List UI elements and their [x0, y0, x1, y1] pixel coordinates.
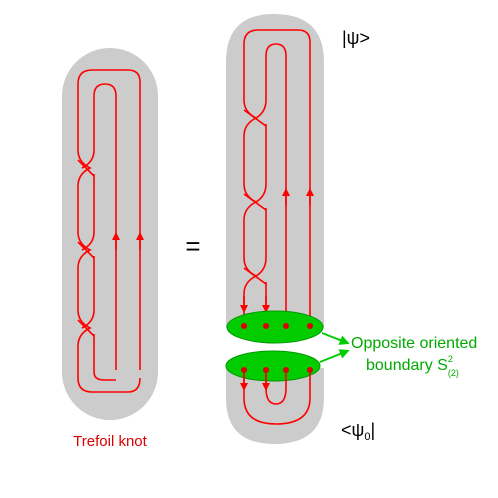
boundary-subscript: (2): [448, 368, 459, 378]
trefoil-arrows: [112, 232, 144, 250]
boundary-label-line2: boundary S2 (2): [366, 354, 459, 378]
psi-strand: [243, 29, 311, 322]
right-upper-tube: [226, 14, 324, 328]
boundary-text: boundary S: [366, 357, 448, 374]
lower-point: [307, 367, 313, 373]
psi0-arrows: [240, 374, 270, 391]
lower-point: [263, 367, 269, 373]
upper-point: [307, 323, 313, 329]
upper-point: [241, 323, 247, 329]
pointer-to-lower-disk: [319, 349, 350, 363]
lower-point: [283, 367, 289, 373]
lower-disk-points: [241, 367, 313, 373]
boundary-superscript: 2: [448, 354, 453, 364]
pointer-to-upper-disk: [321, 332, 350, 345]
boundary-pointer-arrows: [319, 332, 350, 363]
upper-point: [263, 323, 269, 329]
lower-boundary-disk: [225, 350, 321, 382]
left-tube: [62, 48, 158, 420]
upper-disk-points: [241, 323, 313, 329]
right-lower-tube: [226, 368, 324, 444]
psi-ket-label: |ψ>: [342, 28, 370, 48]
psi0-bra-prefix: <ψ: [341, 420, 364, 440]
boundary-label-line1: Opposite oriented: [351, 335, 477, 352]
upper-point: [283, 323, 289, 329]
psi-arrows: [240, 188, 314, 313]
psi0-strand: [243, 370, 311, 425]
trefoil-caption: Trefoil knot: [73, 433, 147, 450]
psi0-bra-subscript: 0: [364, 431, 370, 443]
upper-boundary-disk: [226, 310, 324, 344]
trefoil-knot-strand: [77, 69, 141, 393]
lower-point: [241, 367, 247, 373]
psi0-bra-label: <ψ0|: [341, 420, 375, 443]
equals-sign: =: [185, 231, 200, 261]
psi0-bra-suffix: |: [370, 420, 375, 440]
